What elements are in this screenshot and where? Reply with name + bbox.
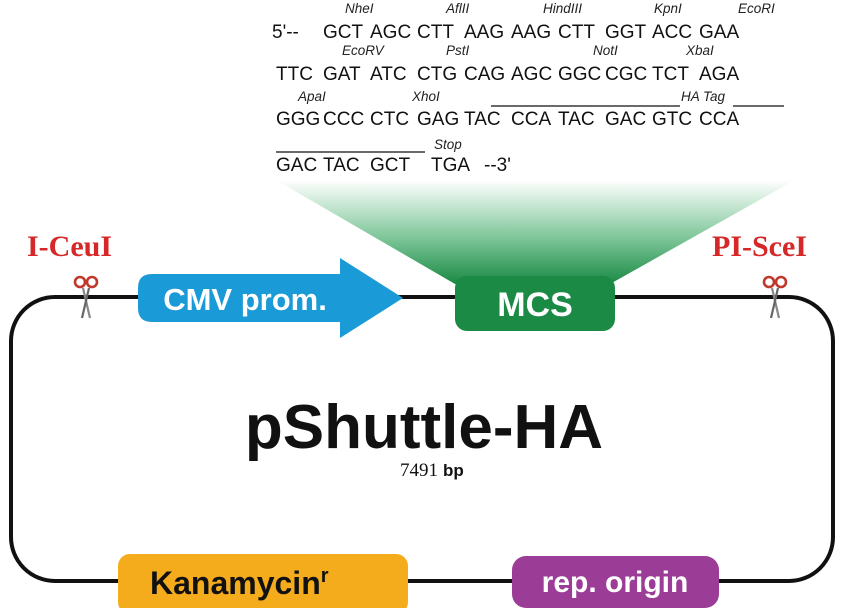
- codon: TAC: [323, 155, 360, 176]
- codon: TAC: [558, 109, 595, 130]
- codon: ATC: [370, 64, 407, 85]
- codon: CTT: [558, 22, 595, 43]
- enzyme-label-pi-scei: PI-SceI: [712, 230, 807, 263]
- site-label-ecorv: EcoRV: [342, 43, 386, 58]
- mcs-feature: MCS: [455, 276, 615, 331]
- cmv-promoter-arrow: [138, 258, 403, 338]
- codon: AAG: [511, 22, 551, 43]
- site-label-hindiii: HindIII: [543, 1, 582, 16]
- codon: TAC: [464, 109, 501, 130]
- codon: AGC: [511, 64, 552, 85]
- kanamycin-superscript: r: [321, 565, 329, 587]
- rep-origin-label: rep. origin: [542, 566, 689, 599]
- mcs-sequence: 5'-- GCT AGC CTT AAG AAG CTT GGT ACC GAA…: [272, 1, 784, 176]
- enzyme-label-iceui: I-CeuI: [27, 230, 112, 263]
- rep-origin-feature: rep. origin: [512, 556, 719, 608]
- rep-origin-box: [512, 556, 719, 608]
- codon: GGT: [605, 22, 647, 43]
- codon: AAG: [464, 22, 504, 43]
- codon: GCT: [323, 22, 364, 43]
- site-label-psti: PstI: [446, 43, 470, 58]
- plasmid-size: 7491: [400, 460, 438, 481]
- site-label-apai: ApaI: [297, 89, 326, 104]
- site-label-noti: NotI: [593, 43, 618, 58]
- codon: CCA: [699, 109, 739, 130]
- codon: CCC: [323, 109, 364, 130]
- codon: ACC: [652, 22, 692, 43]
- codon: CTC: [370, 109, 409, 130]
- codon: GGG: [276, 109, 320, 130]
- codon: GTC: [652, 109, 692, 130]
- codon: GGC: [558, 64, 601, 85]
- codon: CGC: [605, 64, 647, 85]
- codon: AGA: [699, 64, 739, 85]
- codon: GAG: [417, 109, 459, 130]
- stop-label: Stop: [434, 137, 462, 152]
- plasmid-size-unit: bp: [443, 461, 464, 480]
- ha-tag-label: HA Tag: [681, 89, 726, 104]
- codon: GAC: [605, 109, 646, 130]
- seq-suffix-3prime: --3': [484, 155, 511, 176]
- codon: CCA: [511, 109, 551, 130]
- mcs-box: [455, 276, 615, 331]
- mcs-label: MCS: [497, 286, 573, 324]
- codon: CTG: [417, 64, 457, 85]
- codon: TTC: [276, 64, 313, 85]
- kanamycin-label-group: Kanamycinr: [150, 565, 329, 601]
- site-label-nhei: NheI: [345, 1, 374, 16]
- codon: GCT: [370, 155, 411, 176]
- cmv-promoter-feature: CMV prom.: [138, 258, 403, 338]
- enzyme-site-right: PI-SceI: [712, 230, 807, 320]
- enzyme-site-left: I-CeuI: [27, 230, 112, 320]
- mcs-expansion-funnel: [276, 180, 795, 284]
- site-label-aflii: AflII: [445, 1, 470, 16]
- codon: CTT: [417, 22, 454, 43]
- codon: GAA: [699, 22, 739, 43]
- site-label-kpni: KpnI: [654, 1, 682, 16]
- codon: GAT: [323, 64, 361, 85]
- kanamycin-label: Kanamycin: [150, 565, 321, 601]
- plasmid-name: pShuttle-HA: [245, 393, 603, 462]
- codon-stop: TGA: [431, 155, 470, 176]
- kanamycin-feature: Kanamycinr: [118, 554, 408, 608]
- kanamycin-box: [118, 554, 408, 608]
- codon: CAG: [464, 64, 505, 85]
- plasmid-backbone: [9, 295, 835, 583]
- codon: TCT: [652, 64, 689, 85]
- site-label-ecori: EcoRI: [738, 1, 775, 16]
- site-label-xbai: XbaI: [685, 43, 714, 58]
- site-label-xhoi: XhoI: [411, 89, 440, 104]
- codon: AGC: [370, 22, 411, 43]
- codon: GAC: [276, 155, 317, 176]
- cmv-promoter-label: CMV prom.: [163, 282, 327, 317]
- seq-prefix-5prime: 5'--: [272, 22, 299, 43]
